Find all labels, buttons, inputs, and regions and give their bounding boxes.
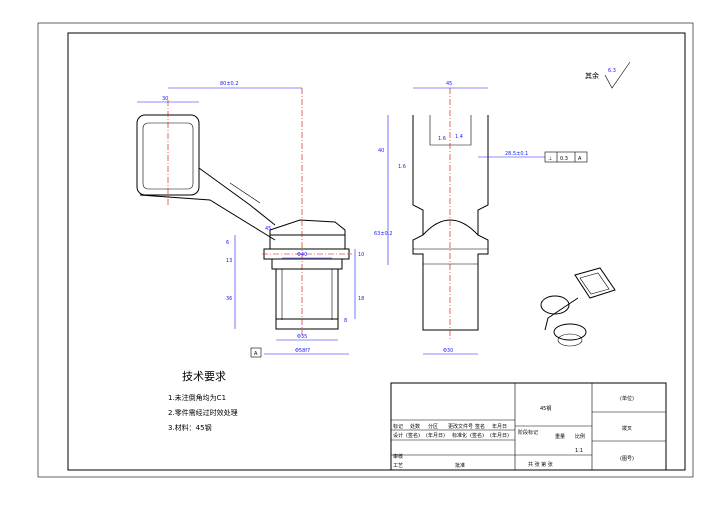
side-dim-16a: 1.6 — [438, 136, 446, 142]
row-label-change: 更改文件号 — [448, 423, 473, 430]
dim-36: 36 — [226, 296, 232, 302]
design-sign: (签名) — [406, 432, 420, 439]
side-dim-14: 1.4 — [455, 134, 463, 140]
row-label-count: 处数 — [410, 423, 420, 430]
side-dim-45: 45 — [446, 81, 452, 87]
roughness-symbol — [604, 61, 631, 89]
design-label: 设计 — [393, 432, 403, 439]
tech-requirements: 技术要求 1.未注倒角均为C1 2.零件需经过时效处理 3.材料：45钢 — [168, 370, 238, 432]
side-dim-285: 28.5±0.1 — [505, 151, 528, 157]
hub-top — [269, 219, 346, 248]
drawing-no: (图号) — [620, 456, 634, 462]
side-dim-63: 63±0.2 — [374, 231, 393, 237]
sheets-label: 共 张 第 张 — [528, 461, 553, 468]
design-date: (年月日) — [426, 432, 445, 439]
side-outline — [412, 115, 489, 331]
material: 45钢 — [540, 405, 551, 412]
iso-loop — [574, 267, 616, 299]
row-label-zone: 分区 — [428, 423, 438, 430]
dim-40: Φ40 — [297, 252, 307, 258]
approve-label: 批准 — [455, 462, 465, 469]
surface-roughness-note: 其余 6.3 — [585, 61, 631, 89]
datum-box — [250, 347, 262, 358]
inner-frame — [67, 32, 686, 471]
part-name: 拨叉 — [622, 425, 632, 432]
dim-35: Φ35 — [297, 334, 307, 340]
row-label-sign: 签名 — [475, 423, 485, 430]
weight-label: 重量 — [555, 433, 565, 440]
side-hub-arc — [422, 219, 479, 236]
tech-req-3: 3.材料：45钢 — [168, 423, 212, 432]
iso-loop-inner — [579, 272, 610, 295]
iso-shaft — [557, 333, 583, 347]
title-block-frame — [390, 382, 667, 471]
standard-label: 标准化 — [452, 432, 467, 439]
dim-10: 10 — [358, 252, 364, 258]
tech-req-1: 1.未注倒角均为C1 — [168, 393, 226, 402]
arm-detail — [229, 182, 261, 204]
hub-step — [271, 258, 343, 270]
side-dim-30: Φ30 — [443, 348, 453, 354]
outer-frame — [37, 22, 694, 478]
roughness-label: 其余 — [585, 71, 599, 80]
tol-symbol: ⊥ — [548, 156, 552, 162]
tech-req-2: 2.零件需经过时效处理 — [168, 408, 238, 417]
datum-a: A — [254, 351, 258, 357]
dim-8: 8 — [344, 318, 347, 324]
side-slot — [429, 115, 472, 146]
tol-datum: A — [578, 156, 582, 162]
tolerance-frame — [544, 151, 588, 163]
dim-58: Φ58f7 — [295, 348, 310, 354]
tech-req-title: 技术要求 — [182, 370, 226, 383]
scale-label: 比例 — [575, 433, 585, 440]
hub-shaft — [275, 268, 339, 320]
standard-sign: (签名) — [470, 432, 484, 439]
front-view: 30 80±0.2 45 6 13 Φ40 36 10 18 8 Φ35 Φ58… — [136, 81, 364, 358]
stage-label: 阶段标记 — [518, 429, 538, 436]
hub-flange — [269, 234, 346, 250]
process-label: 工艺 — [393, 463, 403, 469]
dim-13: 13 — [226, 258, 232, 264]
side-dim-16b: 1.6 — [398, 164, 406, 170]
scale-value: 1:1 — [575, 448, 583, 454]
side-view: 45 1.6 1.4 1.6 40 63±0.2 28.5±0.1 ⊥ 0.3 … — [374, 81, 588, 355]
review-label: 审核 — [393, 453, 403, 460]
dim-6: 6 — [226, 240, 229, 246]
side-dim-40: 40 — [378, 148, 384, 154]
tol-value: 0.3 — [560, 156, 568, 162]
isometric-view — [540, 267, 616, 347]
title-block: 45钢 (单位) 拨叉 (图号) 标记 处数 分区 更改文件号 签名 年月日 设… — [390, 382, 667, 471]
arm-bottom-edge — [139, 194, 276, 241]
hub-bottom — [275, 318, 339, 330]
dim-30: 30 — [162, 96, 168, 102]
standard-date: (年月日) — [490, 432, 509, 439]
iso-hub-bottom — [553, 323, 587, 341]
dim-80: 80±0.2 — [220, 81, 239, 87]
arm-top-edge — [198, 167, 276, 226]
dim-18: 18 — [358, 296, 364, 302]
roughness-value: 6.3 — [608, 68, 616, 74]
row-label-mark: 标记 — [393, 423, 403, 430]
iso-hub-top — [540, 295, 570, 315]
row-label-date: 年月日 — [492, 423, 507, 430]
dim-45deg: 45 — [265, 226, 271, 232]
company: (单位) — [620, 395, 634, 402]
